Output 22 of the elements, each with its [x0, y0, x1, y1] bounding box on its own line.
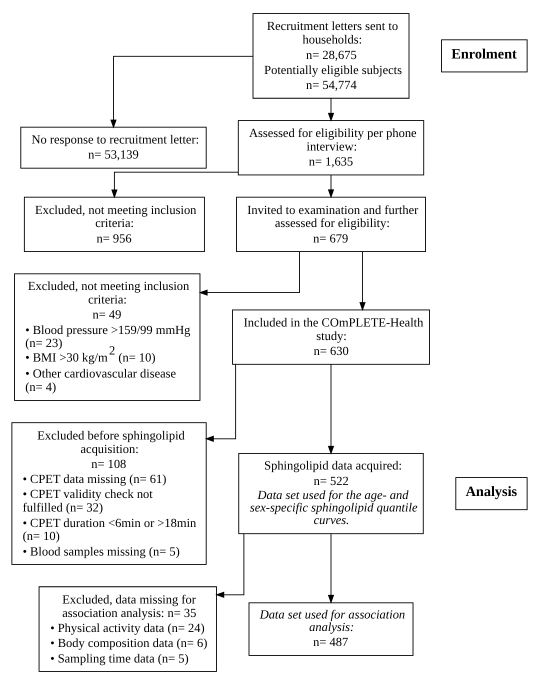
- node-box: Excluded, not meeting inclusion criteria: n= 956: [24, 196, 205, 252]
- node-box: Included in the COmPLETE-Health study: n= 630: [232, 310, 430, 365]
- arrow: [328, 533, 334, 604]
- node-box: Enrolment: [441, 39, 528, 72]
- node-box: Recruitment letters sent to households: n= 28,675 Potentially eligible subjects n= 54,774: [252, 13, 410, 99]
- arrow: [215, 533, 244, 598]
- node-box: No response to recruitment letter: n= 53,139: [20, 126, 207, 169]
- arrow: [110, 56, 254, 129]
- arrow: [328, 364, 334, 455]
- node-box: Sphingolipid data acquired: n= 522 Data set used for the age- and sex-specific sphingolipid quantile curves.: [238, 453, 424, 534]
- arrow: [328, 98, 334, 122]
- node-box: Excluded before sphingolipid acquisition: n= 108 • CPET data missing (n= 61) • CPET validity check not fulfilled (n= 32) • CPET duration <6min or >18min (n= 10) • Blood samples missing (n= 5): [11, 422, 207, 565]
- node-box: Assessed for eligibility per phone interview: n= 1,635: [238, 120, 424, 176]
- arrow: [359, 251, 366, 312]
- arrow: [328, 174, 334, 198]
- arrow: [204, 364, 236, 442]
- arrow: [111, 172, 239, 198]
- node-box: Invited to examination and further assessed for eligibility: n= 679: [236, 196, 426, 252]
- node-box: Excluded, data missing for association analysis: n= 35 • Physical activity data (n= 24) • Body composition data (n= 6) • Sampling time data (n= 5): [38, 586, 217, 672]
- node-box: Data set used for association analysis: n= 487: [248, 602, 414, 656]
- arrow: [198, 251, 300, 296]
- node-box: Analysis: [455, 477, 528, 510]
